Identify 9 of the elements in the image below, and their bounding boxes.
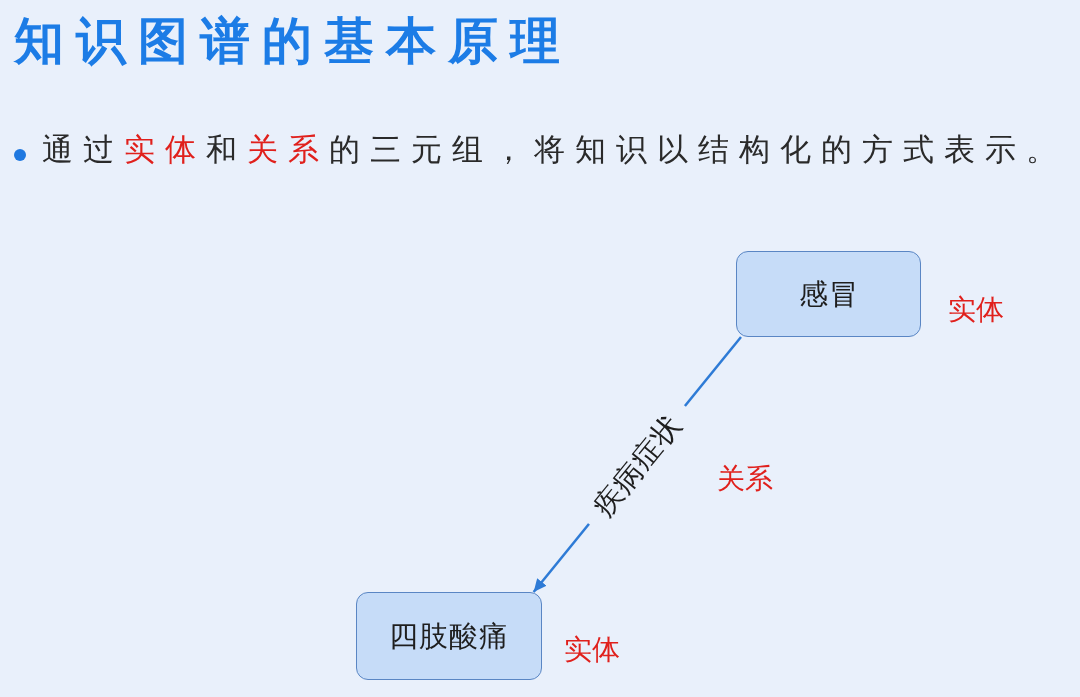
annotation-label: 实体 bbox=[948, 293, 1004, 327]
node-label: 感冒 bbox=[798, 276, 859, 312]
entity-box bbox=[356, 592, 542, 680]
node-label: 四肢酸痛 bbox=[389, 618, 509, 654]
entity-box bbox=[736, 251, 921, 337]
slide-title: 知识图谱的基本原理 bbox=[14, 11, 572, 71]
annotation-label: 关系 bbox=[717, 462, 773, 496]
annotation-label: 实体 bbox=[564, 633, 620, 667]
bullet-point-text: 通过实体和关系的三元组，将知识以结构化的方式表示。 bbox=[42, 130, 1067, 169]
